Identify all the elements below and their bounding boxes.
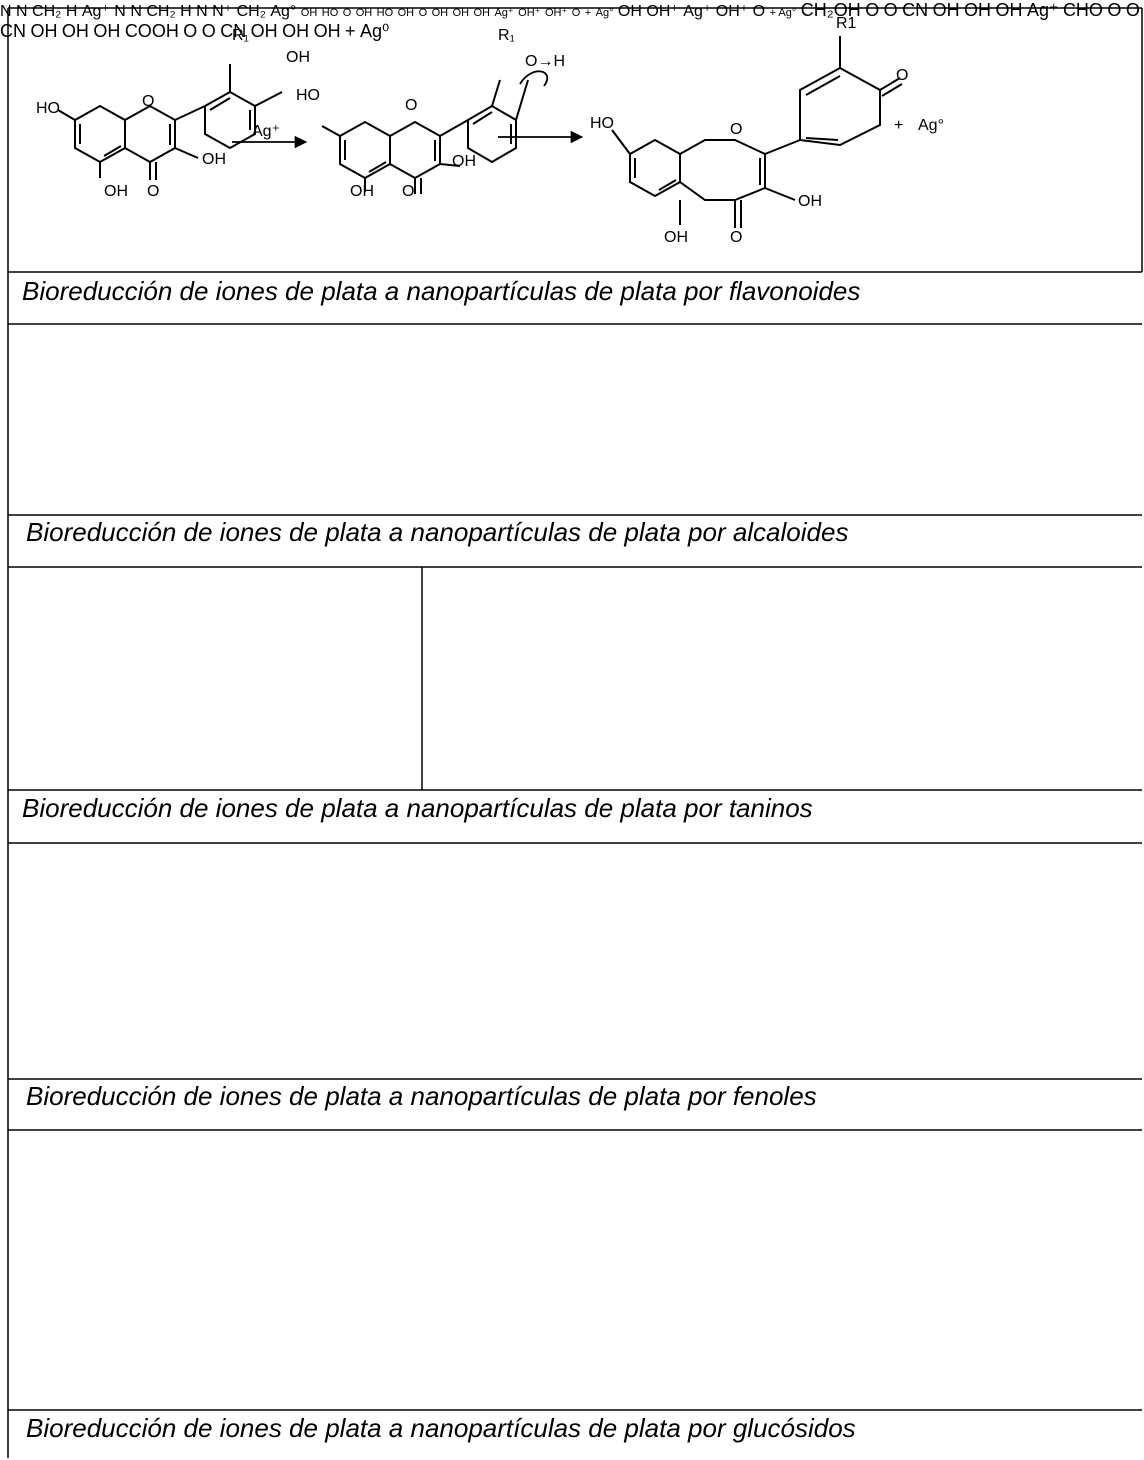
flavonoid-reaction (57, 36, 903, 228)
flavonoid-labels: R₁ OH HO O Ag⁺ OH OH O R₁ O→H HO O OH OH… (36, 15, 944, 246)
svg-text:OH: OH (798, 193, 822, 210)
caption-flavonoids: Bioreducción de iones de plata a nanopar… (22, 276, 861, 306)
svg-text:R₁: R₁ (498, 27, 515, 44)
svg-text:OH: OH (452, 153, 476, 170)
svg-text:O: O (730, 121, 742, 138)
svg-text:OH: OH (104, 183, 128, 200)
svg-text:HO: HO (296, 87, 320, 104)
caption-phenols: Bioreducción de iones de plata a nanopar… (26, 1081, 817, 1111)
svg-text:O: O (730, 229, 742, 246)
glucoside-labels: CH₂OH O O CN OH OH OH Ag⁺ CHO O O CN OH … (0, 0, 1140, 41)
svg-text:O: O (405, 97, 417, 114)
svg-text:+: + (894, 117, 903, 134)
svg-text:O→H: O→H (525, 53, 565, 70)
svg-text:OH: OH (286, 49, 310, 66)
flavonoid-product (611, 36, 903, 228)
svg-text:OH: OH (350, 183, 374, 200)
svg-text:O: O (896, 67, 908, 84)
tannin-labels: OH HO O OH HO OH O OH OH (300, 7, 470, 19)
caption-glucosides: Bioreducción de iones de plata a nanopar… (26, 1413, 856, 1443)
svg-text:HO: HO (590, 115, 614, 132)
svg-text:O: O (147, 183, 159, 200)
flavonoid-intermediate (321, 70, 549, 194)
svg-text:O: O (402, 183, 414, 200)
caption-tannins: Bioreducción de iones de plata a nanopar… (22, 793, 813, 823)
svg-text:OH: OH (664, 229, 688, 246)
table-grid (7, 7, 1143, 1458)
svg-text:Ag⁺: Ag⁺ (252, 123, 280, 140)
svg-text:HO: HO (36, 100, 60, 117)
svg-text:O: O (142, 93, 154, 110)
svg-text:R₁: R₁ (232, 27, 249, 44)
svg-text:R1: R1 (836, 15, 857, 32)
tannin-mechanism-labels: OH Ag⁺ OH⁺ OH⁺ O + Ag° (473, 7, 614, 19)
caption-alkaloids: Bioreducción de iones de plata a nanopar… (26, 517, 849, 547)
svg-text:Ag°: Ag° (918, 117, 944, 134)
svg-text:OH: OH (202, 151, 226, 168)
flavonoid-reactant (57, 64, 283, 180)
